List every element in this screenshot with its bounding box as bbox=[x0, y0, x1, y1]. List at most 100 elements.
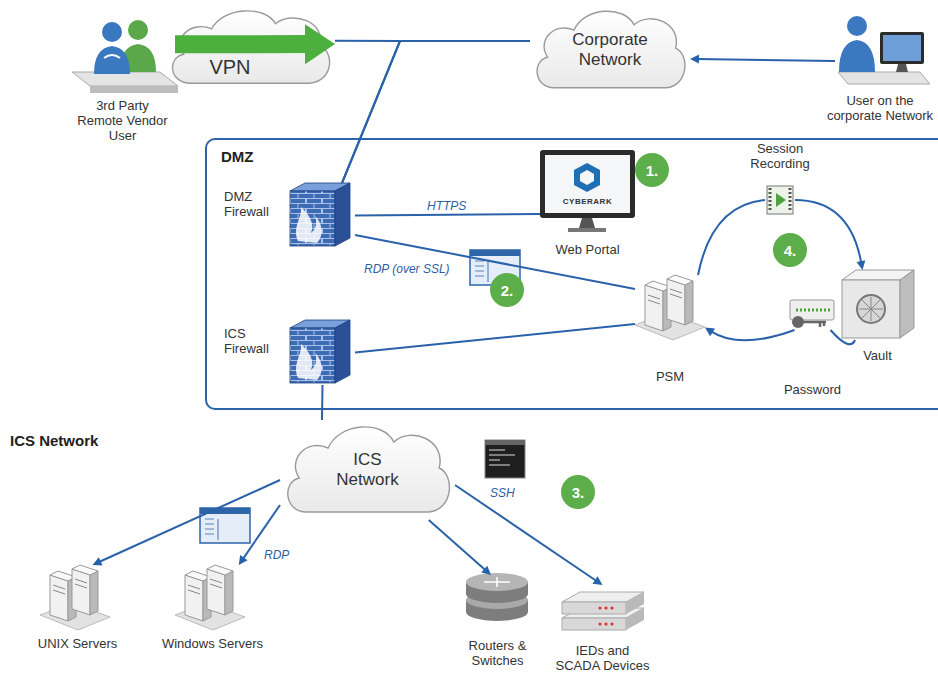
icon-part bbox=[847, 16, 867, 36]
connector-line bbox=[429, 520, 486, 570]
node-label: ICS Network bbox=[325, 450, 410, 490]
cloud-outline bbox=[537, 11, 685, 88]
cloud-node: Corporate Network bbox=[530, 5, 690, 95]
icon-part bbox=[883, 35, 921, 61]
icon-part bbox=[604, 622, 607, 625]
cloud-outline bbox=[173, 11, 330, 83]
icon-part bbox=[857, 295, 885, 323]
cloud-node: ICS Network bbox=[280, 420, 455, 520]
icon-part bbox=[776, 193, 786, 207]
icon-part bbox=[610, 606, 613, 609]
router-icon bbox=[466, 573, 528, 621]
icon-part bbox=[579, 218, 595, 228]
arrow-head bbox=[705, 328, 715, 337]
icon-part bbox=[604, 606, 607, 609]
psm-node: PSM bbox=[635, 275, 705, 345]
edge-label: RDP (over SSL) bbox=[362, 262, 452, 276]
icon-part bbox=[562, 602, 626, 614]
icon-part bbox=[896, 64, 908, 72]
node-label: UNIX Servers bbox=[23, 636, 133, 651]
icon-part bbox=[838, 72, 930, 84]
ssh-terminal-icon bbox=[485, 440, 525, 478]
icon-part bbox=[767, 186, 793, 214]
node-label: Corporate Network bbox=[565, 30, 655, 70]
icon-part bbox=[792, 316, 804, 328]
recording-icon bbox=[767, 186, 793, 214]
icon-part bbox=[839, 40, 875, 72]
icon-part bbox=[489, 450, 515, 465]
node-label: 3rd Party Remote Vendor User bbox=[75, 98, 171, 143]
edge-label: HTTPS bbox=[425, 199, 468, 213]
icon-part bbox=[859, 297, 883, 321]
connector-line bbox=[355, 214, 540, 216]
arrow-head bbox=[93, 557, 103, 565]
edge-label: RDP bbox=[262, 548, 291, 562]
node-label: Password bbox=[773, 382, 853, 397]
icon-part bbox=[610, 622, 613, 625]
node-label: Routers & Switches bbox=[458, 638, 538, 668]
icon-part bbox=[102, 22, 122, 42]
node-label: IEDs and SCADA Devices bbox=[553, 643, 653, 673]
edge-label: SSH bbox=[488, 486, 517, 500]
node-label: Windows Servers bbox=[153, 636, 273, 651]
node-label: VPN bbox=[200, 56, 260, 78]
password-icon bbox=[790, 300, 834, 328]
callout-number: 1. bbox=[635, 153, 669, 187]
icon-part bbox=[90, 86, 178, 93]
icon-part bbox=[72, 72, 178, 86]
node-label: Web Portal bbox=[540, 242, 635, 257]
web-portal-node: Web Portal bbox=[540, 150, 635, 230]
section-label: ICS Network bbox=[10, 432, 98, 449]
arrow-head bbox=[690, 55, 699, 64]
icon-part bbox=[484, 577, 510, 587]
server-node: Windows Servers bbox=[175, 565, 250, 630]
server-icon bbox=[635, 275, 705, 340]
firewall-icon bbox=[290, 183, 350, 246]
icon-part bbox=[562, 618, 626, 630]
password-node: Password bbox=[790, 300, 835, 330]
user-icon-node: 3rd Party Remote Vendor User bbox=[70, 15, 175, 92]
icon-part bbox=[94, 46, 130, 74]
node-label: PSM bbox=[635, 369, 705, 384]
icon-part bbox=[540, 150, 635, 218]
arrow-head bbox=[593, 576, 603, 585]
node-label: DMZ bbox=[221, 149, 254, 164]
connector-line bbox=[342, 41, 530, 183]
icon-part bbox=[770, 188, 790, 212]
monitor-icon bbox=[540, 150, 635, 232]
server-node: UNIX Servers bbox=[40, 565, 115, 630]
arrow-head bbox=[856, 260, 865, 270]
arrow-head bbox=[481, 566, 491, 575]
arrow-head bbox=[239, 555, 248, 565]
icon-part bbox=[104, 55, 120, 58]
scada-device-node: IEDs and SCADA Devices bbox=[560, 585, 645, 635]
icon-part bbox=[485, 440, 525, 478]
connector-line bbox=[335, 41, 400, 183]
node-label: User on the corporate Network bbox=[823, 93, 937, 123]
node-label: Session Recording bbox=[735, 141, 825, 171]
icon-part bbox=[900, 270, 914, 338]
vault-node: Vault bbox=[840, 270, 915, 340]
node-label: ICS Firewall bbox=[224, 326, 286, 356]
network-device-node: Routers & Switches bbox=[465, 575, 530, 630]
connector-line bbox=[697, 59, 835, 61]
session-recording-node: Session Recording bbox=[765, 185, 795, 215]
rdp-window-icon bbox=[200, 508, 250, 543]
connector-line bbox=[99, 480, 280, 562]
firewall-icon bbox=[290, 320, 350, 383]
node-label: DMZ Firewall bbox=[224, 189, 286, 219]
user-icon-node: User on the corporate Network bbox=[835, 5, 925, 85]
remote-user-icon bbox=[72, 20, 178, 93]
icon-part bbox=[598, 606, 601, 609]
icon-part bbox=[626, 592, 644, 614]
icon-part bbox=[580, 170, 594, 185]
node-label: Vault bbox=[840, 348, 915, 363]
icon-part bbox=[128, 20, 148, 40]
connector-line bbox=[698, 200, 765, 275]
scada-device-icon bbox=[562, 592, 644, 630]
icon-part bbox=[796, 309, 830, 312]
logo-text: CYBERARK bbox=[545, 197, 630, 206]
firewall-node: ICS Firewall bbox=[290, 320, 355, 385]
icon-part bbox=[466, 573, 528, 591]
